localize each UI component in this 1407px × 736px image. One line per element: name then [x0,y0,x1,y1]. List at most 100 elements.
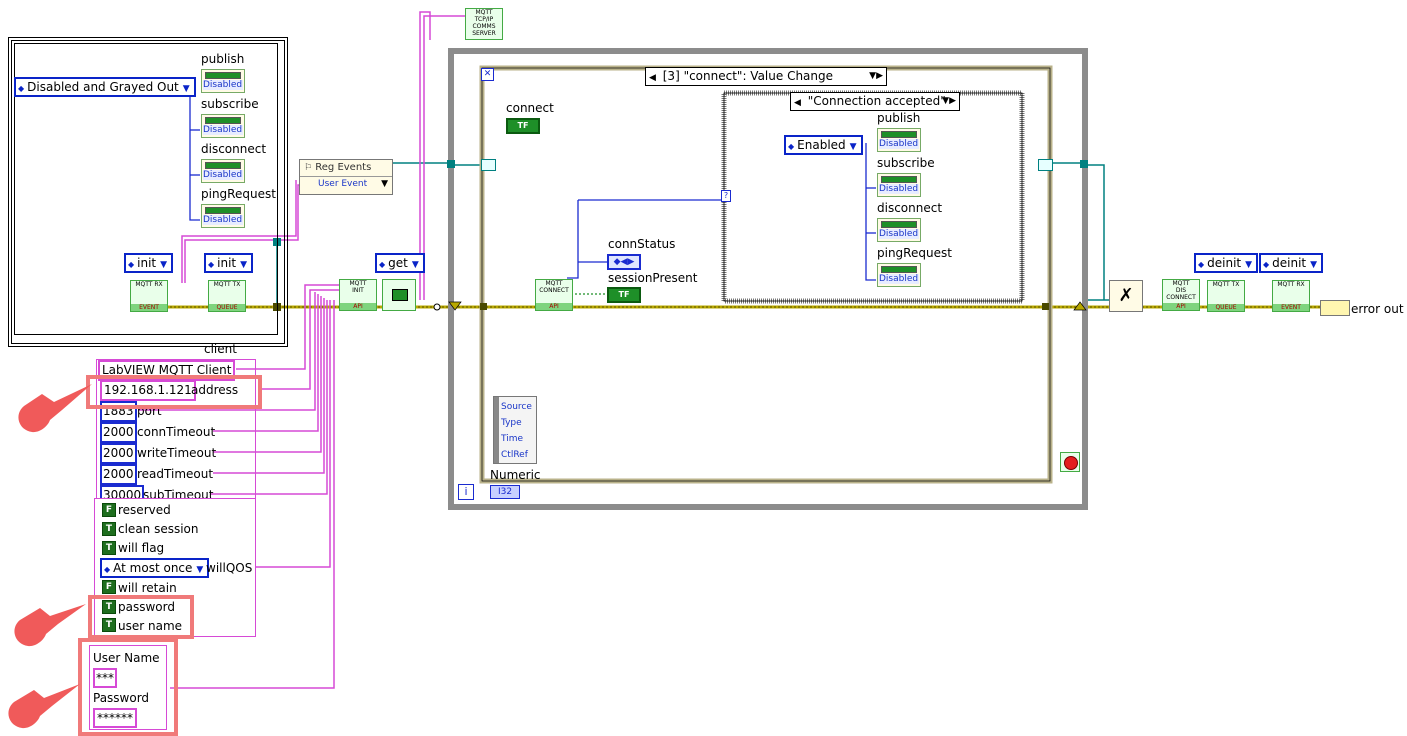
init-tx-enum[interactable]: ◆init▼ [204,253,254,273]
will-retain-label: will retain [118,581,177,595]
mqtt-tx-queue-vi[interactable]: MQTT TX QUEUE [208,280,246,312]
mqtt-connect-api-vi[interactable]: MQTT CONNECT API [535,279,573,311]
mqtt-rx-event-vi[interactable]: MQTT RX EVENT [130,280,168,312]
property-node-disconnect[interactable]: Disabled [201,159,245,183]
bool-bar [881,221,917,228]
write-timeout-label: writeTimeout [137,446,217,460]
mqtt-tcpip-server-vi[interactable]: MQTT TCP/IP COMMS SERVER [465,8,503,40]
reg-events-node[interactable]: ⚐ Reg Events User Event ▼ [299,159,393,195]
chip-icon[interactable] [382,279,416,311]
vi-icon-line: MQTT [475,9,493,16]
property-node-publish[interactable]: Disabled [201,69,245,93]
stop-button-icon[interactable] [1060,452,1080,472]
error-out-terminal[interactable] [1320,300,1350,316]
highlight-address [86,375,262,409]
chevron-down-icon: ▼ [381,179,388,189]
case-selector-terminal: ? [721,190,731,202]
address-label: address [191,383,239,397]
address-string[interactable]: 192.168.1.121 [100,380,196,401]
property-node-pingrequest[interactable]: Disabled [201,204,245,228]
vi-icon-line: MQTT TX [213,281,241,288]
deinit-enum-1[interactable]: ◆deinit▼ [1194,253,1259,273]
enabled-enum-constant[interactable]: ◆Enabled▼ [784,135,863,155]
mqtt-rx-event-vi-right[interactable]: MQTT RX EVENT [1272,280,1310,312]
inner-property-publish[interactable]: Disabled [877,128,921,152]
inner-property-pingrequest[interactable]: Disabled [877,263,921,287]
vi-icon-line: DIS [1175,287,1187,294]
selector-left-icon: ◀ [649,73,656,83]
vi-icon-bottom: QUEUE [209,304,245,311]
deinit-enum-2[interactable]: ◆deinit▼ [1259,253,1324,273]
clean-session-bool[interactable]: T [102,522,116,536]
bool-bar [205,72,241,79]
property-node-subscribe[interactable]: Disabled [201,114,245,138]
mqtt-init-api-vi[interactable]: MQTT INIT API [339,279,377,311]
will-qos-enum[interactable]: ◆At most once▼ [100,558,210,578]
conn-timeout-label: connTimeout [137,425,216,439]
chevron-down-icon: ▼ [1245,260,1253,270]
client-id-value: LabVIEW MQTT Client [102,363,232,377]
user-name-string[interactable]: *** [93,668,117,688]
clean-session-label: clean session [118,522,199,536]
connect-bool-terminal[interactable]: TF [506,118,540,134]
init-rx-enum[interactable]: ◆init▼ [124,253,174,273]
event-tunnel-right [1038,159,1053,171]
error-out-label: error out [1351,302,1404,316]
chevron-down-icon: ▼ [411,260,419,270]
conn-status-label: connStatus [608,237,676,251]
session-present-terminal[interactable]: TF [607,287,641,303]
chevron-down-icon: ▼ [196,565,204,575]
vi-icon-line: MQTT TX [1212,281,1240,288]
cluster-item-label: pingRequest [201,187,276,201]
chevron-down-icon: ▼ [1310,260,1318,270]
mqtt-disconnect-api-vi[interactable]: MQTT DIS CONNECT API [1162,279,1200,311]
will-flag-label: will flag [118,541,165,555]
read-timeout-numeric[interactable]: 2000 [100,464,137,485]
inner-property-disconnect[interactable]: Disabled [877,218,921,242]
password-label: Password [93,691,150,705]
vi-icon-bottom: QUEUE [1208,304,1244,311]
vi-icon-line: CONNECT [539,287,569,294]
reg-events-item: User Event [318,179,368,189]
event-data-node[interactable]: Source Type Time CtlRef [493,396,537,464]
will-flag-bool[interactable]: T [102,541,116,555]
conn-timeout-numeric[interactable]: 2000 [100,422,137,443]
unregister-events-icon[interactable]: ✗ [1109,280,1143,312]
selector-right-icon: ▼▶ [869,71,883,81]
address-value: 192.168.1.121 [104,383,192,397]
vi-icon-bottom: EVENT [131,304,167,311]
user-name-bool[interactable]: T [102,618,116,632]
inner-property-subscribe[interactable]: Disabled [877,173,921,197]
inner-case-selector-text: "Connection accepted" [807,94,946,108]
mode-enum-constant[interactable]: ◆Disabled and Grayed Out▼ [14,77,196,97]
stop-icon-small[interactable]: ✕ [481,68,494,81]
conn-status-terminal[interactable]: ◆◀▶ [607,254,641,270]
mode-enum-value: Disabled and Grayed Out [27,80,179,94]
password-string[interactable]: ****** [93,708,137,728]
property-tag: Disabled [203,125,243,135]
will-retain-bool[interactable]: F [102,580,116,594]
highlight-password-username [88,595,194,639]
bool-bar [881,266,917,273]
inner-item-label: pingRequest [877,246,952,260]
event-tunnel-left [481,159,496,171]
mqtt-tx-queue-vi-right[interactable]: MQTT TX QUEUE [1207,280,1245,312]
client-cluster-frame [8,37,288,347]
chevron-down-icon: ▼ [240,260,248,270]
write-timeout-numeric[interactable]: 2000 [100,443,137,464]
init-rx-value: init [137,256,157,270]
inner-case-selector[interactable]: ◀ "Connection accepted" ▼▶ [790,92,960,111]
reserved-bool[interactable]: F [102,503,116,517]
get-enum[interactable]: ◆get▼ [375,253,425,273]
cluster-item-label: subscribe [201,97,259,111]
password-bool[interactable]: T [102,600,116,614]
connect-label: connect [506,101,554,115]
vi-icon-line: MQTT [349,280,367,287]
user-name-flag-label: user name [118,619,183,633]
bool-bar [205,207,241,214]
property-tag: Disabled [879,229,919,239]
reserved-label: reserved [118,503,171,517]
iteration-terminal: i [458,484,474,500]
event-case-selector[interactable]: ◀ [3] "connect": Value Change ▼▶ [645,67,887,86]
vi-icon-line: CONNECT [1166,294,1196,301]
